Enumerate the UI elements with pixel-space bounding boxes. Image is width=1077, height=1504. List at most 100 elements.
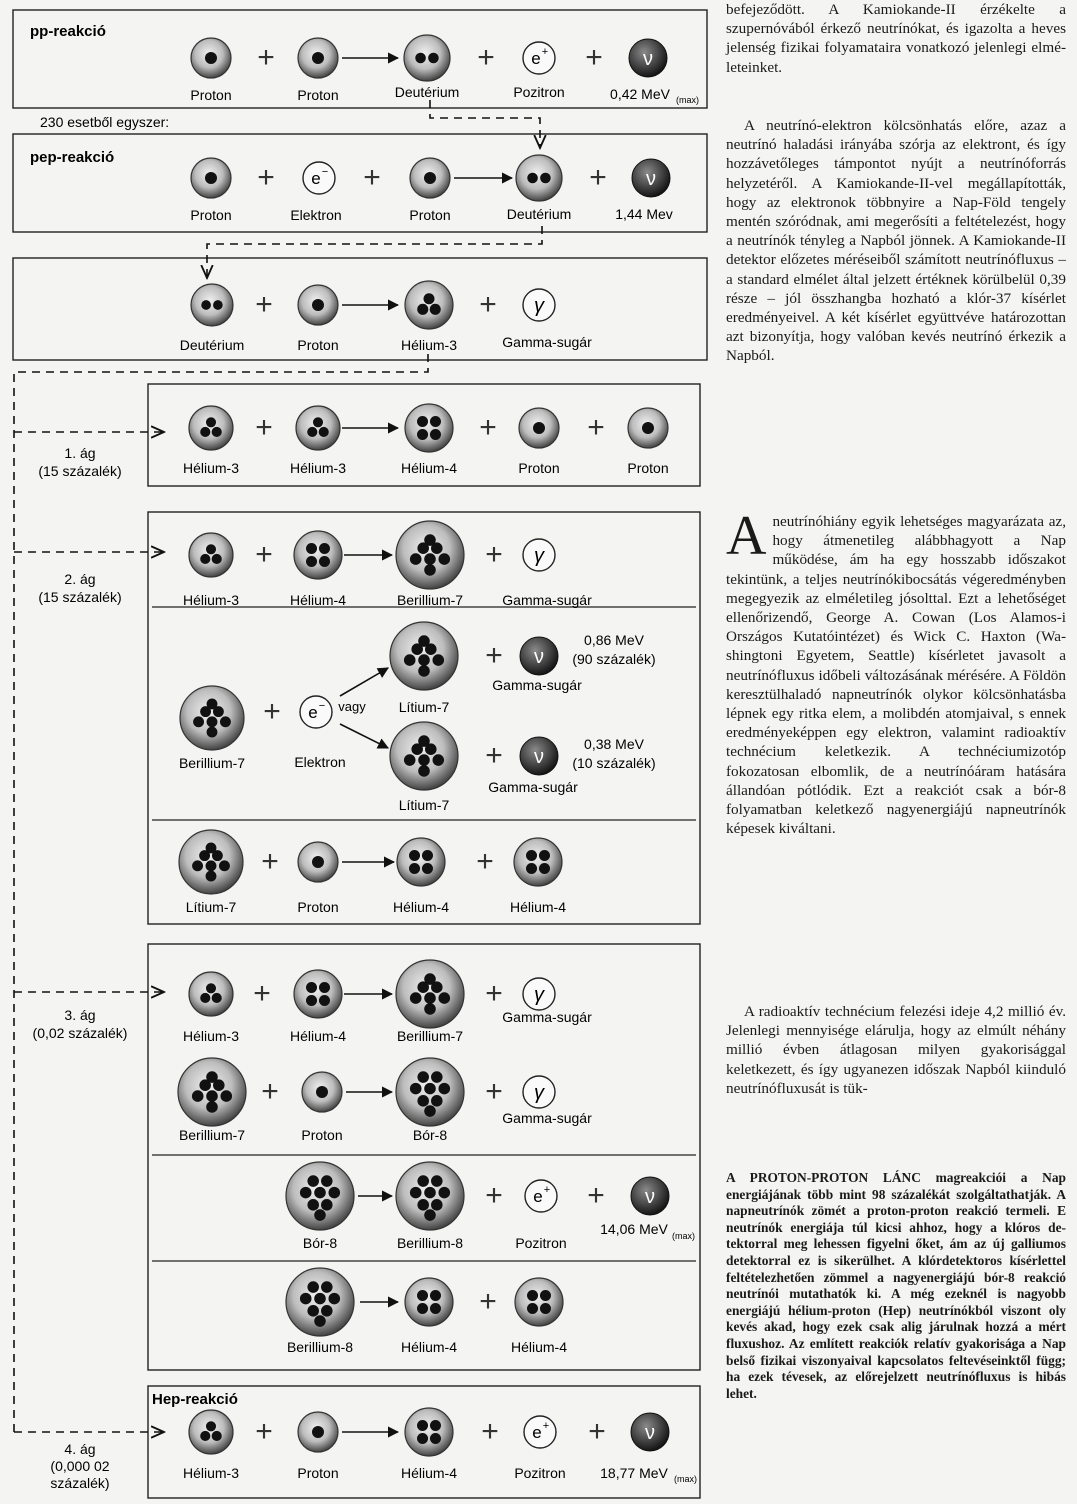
beryllium7-nucleus-nucleon — [439, 992, 451, 1004]
gamma-label: Gamma-sugár — [488, 779, 578, 795]
article-paragraph-1: befejeződött. A Kamiokande-II érzé­kelte… — [726, 0, 1066, 77]
boron8-nucleus-nucleon — [417, 1095, 429, 1107]
beryllium7-nucleus-nucleon — [431, 981, 443, 993]
helium3-nucleus-body — [189, 533, 233, 577]
beryllium7-nucleus-nucleon — [192, 1090, 204, 1102]
helium4-nucleus — [514, 838, 562, 886]
beryllium7-nucleus-nucleon — [431, 542, 443, 554]
lithium7-nucleus-nucleon — [425, 643, 437, 655]
positron-particle: e+ — [525, 1180, 557, 1212]
beryllium7-nucleus-nucleon — [193, 716, 204, 727]
beryllium7-nucleus-nucleon — [424, 992, 436, 1004]
gamma-label: Gamma-sugár — [492, 677, 582, 693]
proton-nucleus-nucleon — [533, 422, 545, 434]
boron8-nucleus-nucleon — [314, 1187, 326, 1199]
helium4-nucleus-body — [294, 531, 342, 579]
proton-nucleus-nucleon — [642, 422, 654, 434]
plus-sign: + — [485, 1179, 503, 1212]
deuterium-nucleus-nucleon — [213, 300, 223, 310]
pp-reaction-title: pp-reakció — [30, 23, 106, 40]
beryllium8-nucleus-nucleon — [321, 1305, 333, 1317]
plus-sign: + — [485, 639, 503, 672]
helium4-nucleus-nucleon — [306, 982, 317, 993]
plus-sign: + — [477, 41, 495, 74]
plus-sign: + — [587, 1179, 605, 1212]
helium4-nucleus-nucleon — [527, 1290, 538, 1301]
lithium7-nucleus-nucleon — [418, 665, 430, 677]
deuterium-nucleus-nucleon — [201, 300, 211, 310]
proton-nucleus — [191, 38, 231, 78]
deuterium-nucleus-nucleon — [540, 173, 551, 184]
helium3-nucleus-nucleon — [212, 427, 222, 437]
proton-label: Proton — [190, 87, 231, 103]
helium4-nucleus-nucleon — [417, 429, 428, 440]
helium4-nucleus — [515, 1278, 563, 1326]
charge-symbol: + — [542, 46, 548, 58]
plus-sign: + — [363, 161, 381, 194]
helium4-nucleus — [405, 1408, 453, 1456]
beryllium8-label: Berillium-8 — [287, 1339, 353, 1355]
proton-nucleus — [191, 158, 231, 198]
plus-sign: + — [485, 739, 503, 772]
boron8-nucleus-nucleon — [424, 1083, 436, 1095]
caption-lead: A PROTON-PROTON LÁNC — [726, 1170, 921, 1185]
helium4-nucleus-body — [405, 404, 453, 452]
proton-nucleus — [298, 38, 338, 78]
lithium7-nucleus-nucleon — [199, 850, 210, 861]
plus-sign: + — [588, 1415, 606, 1448]
rare-path-connector — [430, 100, 540, 148]
plus-sign: + — [255, 411, 273, 444]
helium4-nucleus-nucleon — [430, 416, 441, 427]
lithium7-nucleus — [179, 830, 243, 894]
plus-sign: + — [476, 845, 494, 878]
beryllium7-nucleus — [180, 686, 244, 750]
charge-symbol: + — [543, 1420, 549, 1432]
gamma-symbol: γ — [534, 545, 545, 567]
positron-label: Pozitron — [515, 1235, 566, 1251]
helium3-label: Hélium-3 — [183, 1028, 239, 1044]
deuterium-nucleus-nucleon — [415, 53, 426, 64]
helium3-nucleus-nucleon — [206, 544, 216, 554]
proton-proton-chain-diagram: pp-reakció 230 esetből egyszer: pep-reak… — [0, 0, 710, 1504]
pp-reaction-box — [13, 10, 707, 108]
beryllium7-nucleus-nucleon — [200, 706, 211, 717]
helium4-nucleus-nucleon — [539, 863, 550, 874]
helium4-label: Hélium-4 — [290, 1028, 346, 1044]
helium4-nucleus-nucleon — [430, 1433, 441, 1444]
lithium7-nucleus-nucleon — [411, 643, 423, 655]
helium3-nucleus-nucleon — [212, 993, 222, 1003]
max-subscript: (max) — [676, 95, 699, 105]
lithium7-nucleus-nucleon — [206, 860, 217, 871]
helium3-label: Hélium-3 — [183, 592, 239, 608]
lithium7-excited-nucleus-nucleon — [411, 743, 423, 755]
plus-sign: + — [253, 977, 271, 1010]
branch2-label: 2. ág — [64, 571, 95, 587]
helium4-label: Hélium-4 — [510, 899, 566, 915]
neutrino-symbol: ν — [534, 746, 544, 768]
boron8-nucleus-nucleon — [314, 1209, 326, 1221]
plus-sign: + — [587, 411, 605, 444]
beryllium8-nucleus-nucleon — [314, 1315, 326, 1327]
pep-reaction-title: pep-reakció — [30, 149, 114, 166]
energy-1406-label: 14,06 MeV — [600, 1221, 668, 1237]
boron8-nucleus-nucleon — [410, 1083, 422, 1095]
helium3-nucleus — [189, 406, 233, 450]
beryllium7-nucleus-nucleon — [220, 716, 231, 727]
electron-particle: e− — [300, 696, 332, 728]
proton-label: Proton — [297, 87, 338, 103]
proton-nucleus — [410, 158, 450, 198]
helium3-nucleus — [189, 972, 233, 1016]
lithium7-excited-nucleus — [390, 722, 458, 790]
beryllium7-nucleus-nucleon — [417, 981, 429, 993]
beryllium7-nucleus-nucleon — [424, 564, 436, 576]
plus-sign: + — [479, 1285, 497, 1318]
energy-042-label: 0,42 MeV — [610, 86, 671, 102]
charge-symbol: − — [322, 166, 328, 178]
branch1-percent: (15 százalék) — [38, 463, 121, 479]
deuterium-nucleus — [191, 284, 233, 326]
plus-sign: + — [485, 538, 503, 571]
deuterium-nucleus-nucleon — [428, 53, 439, 64]
plus-sign: + — [589, 161, 607, 194]
lithium7-nucleus-nucleon — [192, 860, 203, 871]
article-text-1: befejeződött. A Kamiokande-II érzé­kelte… — [726, 0, 1066, 77]
